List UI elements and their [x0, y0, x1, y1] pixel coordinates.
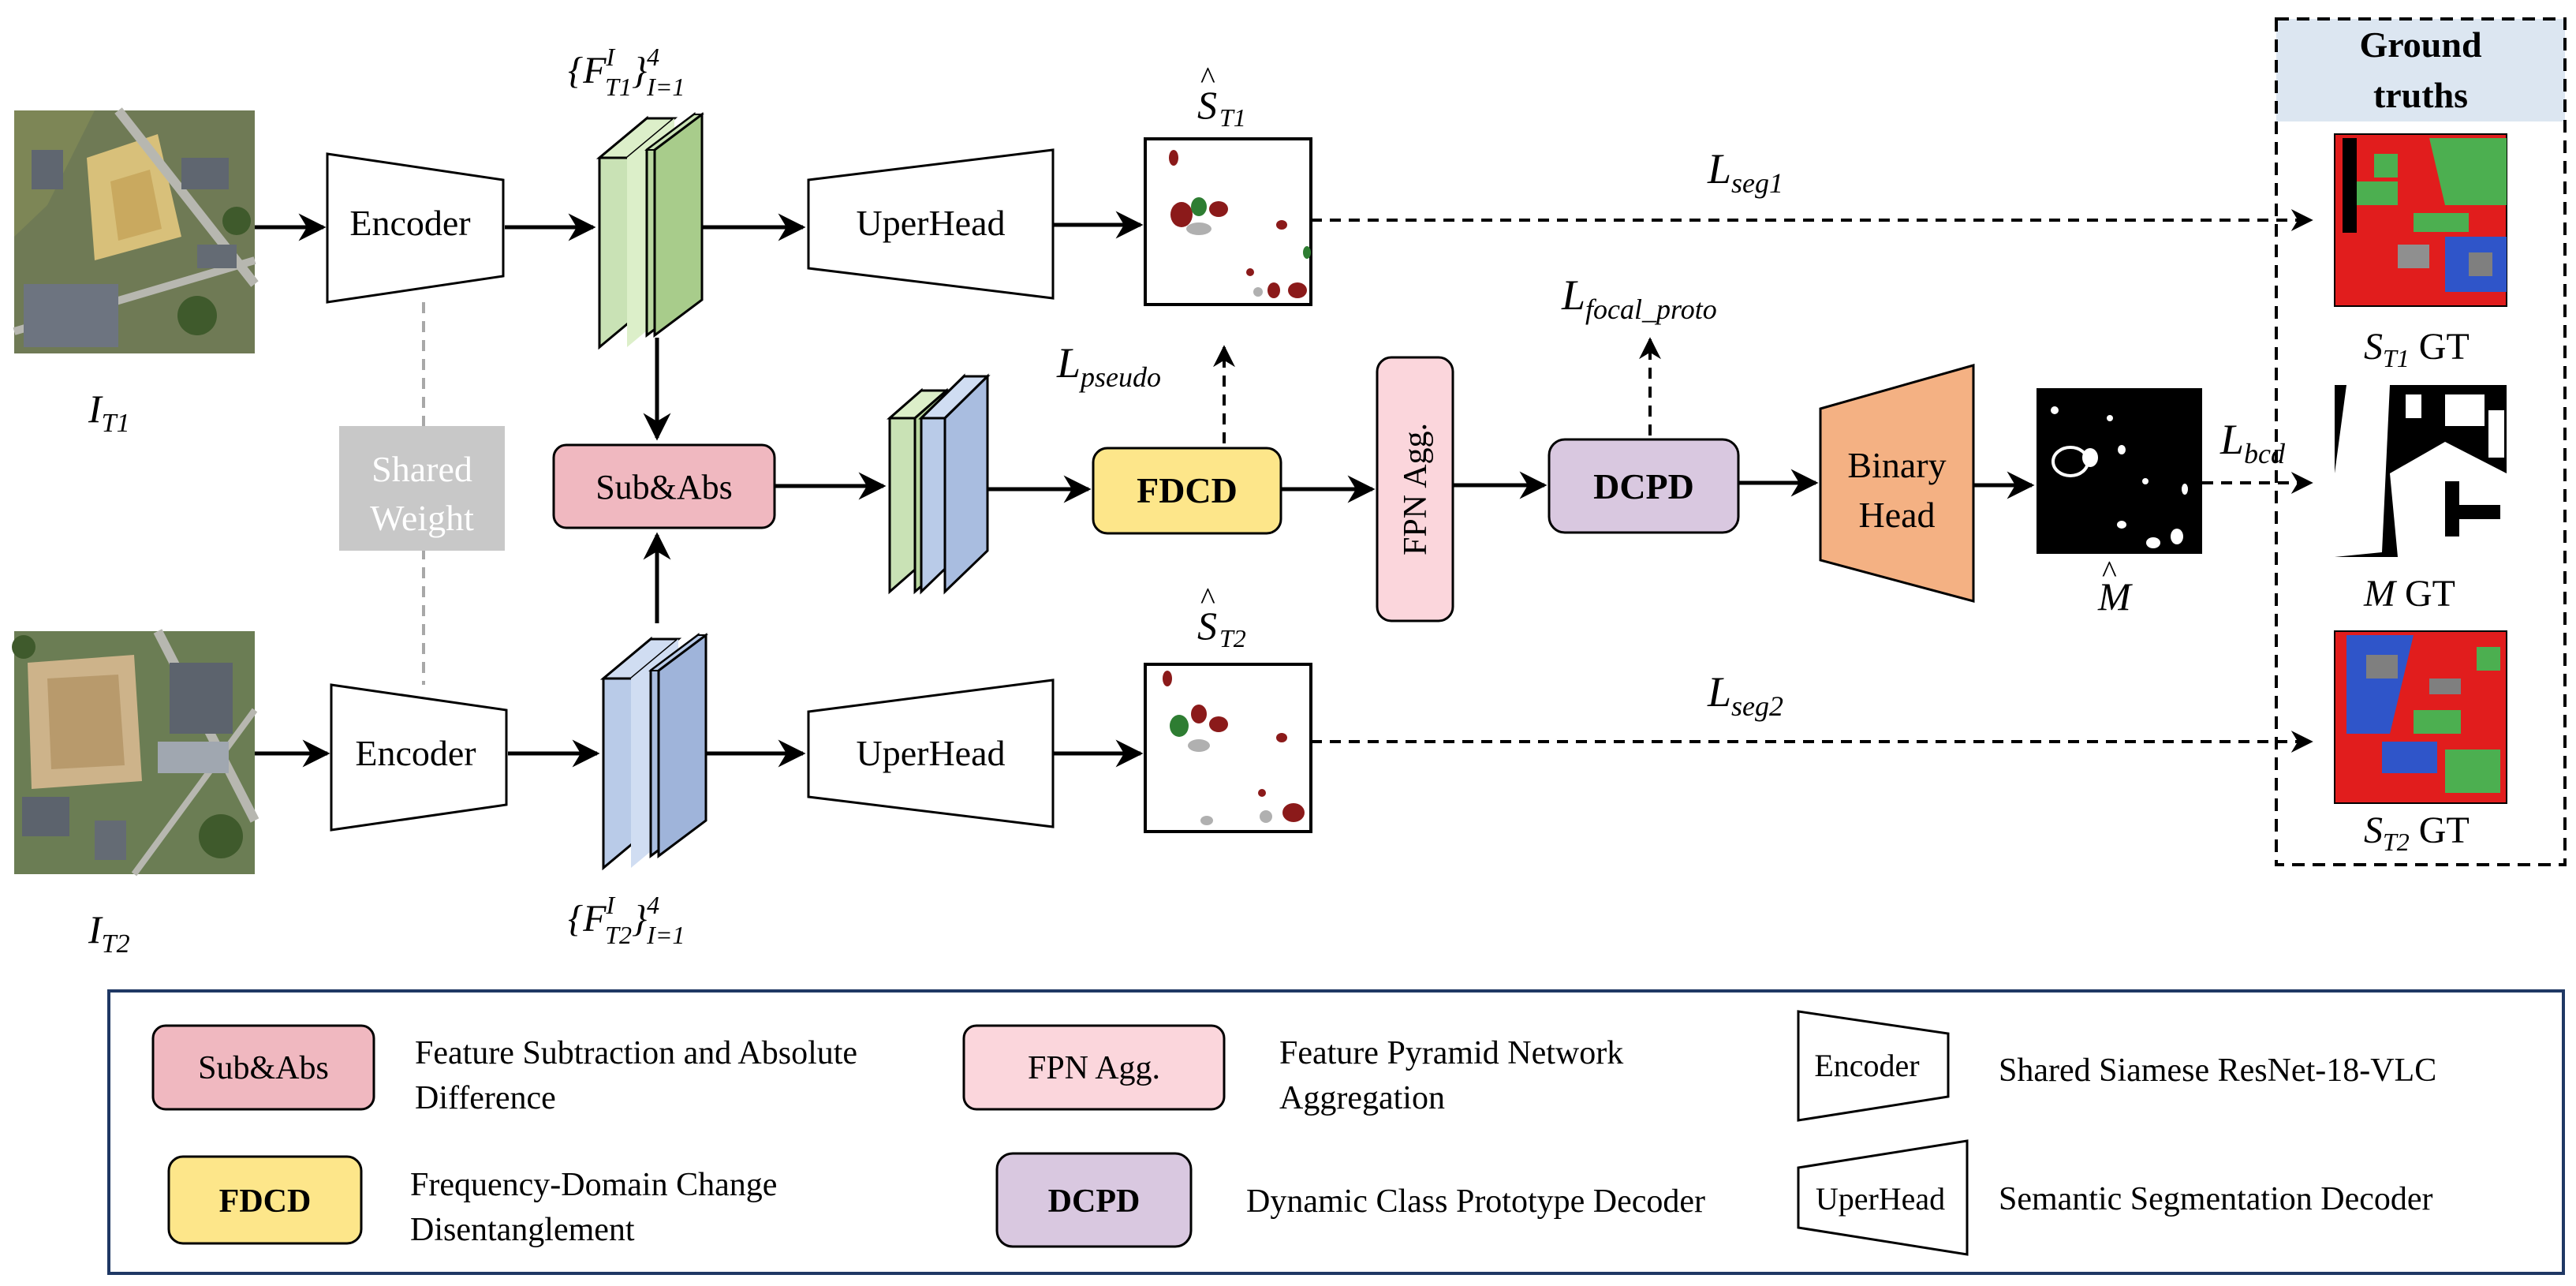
legend-fdcd: FDCD Frequency-Domain Change Disentangle…: [167, 1155, 777, 1248]
legend-panel: Sub&Abs Feature Subtraction and Absolute…: [107, 989, 2565, 1275]
input-image-t1: [13, 107, 259, 353]
svg-text:Feature Pyramid Network: Feature Pyramid Network: [1279, 1035, 1623, 1071]
diff-feature-stack: [887, 373, 991, 595]
svg-text:S: S: [1197, 83, 1217, 127]
loss-focal-proto: Lfocal_proto: [1561, 271, 1717, 325]
gt-s-t2-image: [2334, 630, 2507, 804]
fdcd-module: FDCD: [1092, 447, 1282, 535]
prediction-label-t1: S ^ T1: [1197, 60, 1246, 132]
fpn-agg-label: FPN Agg.: [1398, 423, 1434, 555]
feature-stack-t2: [599, 633, 708, 871]
svg-text:Sub&Abs: Sub&Abs: [198, 1050, 329, 1086]
svg-text:Difference: Difference: [415, 1080, 556, 1116]
input-image-t2: [12, 629, 259, 877]
legend-dcpd: DCPD Dynamic Class Prototype Decoder: [995, 1152, 1705, 1248]
subabs-module: Sub&Abs: [552, 443, 776, 529]
legend-fpn: FPN Agg. Feature Pyramid Network Aggrega…: [962, 1024, 1623, 1116]
dashed-arrows: [1213, 209, 2313, 753]
svg-text:^: ^: [1200, 581, 1215, 616]
legend-uperhead: UperHead Semantic Segmentation Decoder: [1797, 1139, 2433, 1256]
subabs-label: Sub&Abs: [595, 468, 733, 507]
uperhead-t1-label: UperHead: [856, 203, 1005, 243]
svg-text:^: ^: [2102, 554, 2117, 589]
uperhead-t2-label: UperHead: [856, 733, 1005, 773]
gt-s-t1-label: ST1 GT: [2364, 326, 2470, 372]
svg-text:UperHead: UperHead: [1816, 1181, 1945, 1217]
svg-text:Semantic Segmentation Decoder: Semantic Segmentation Decoder: [1999, 1181, 2433, 1217]
legend-encoder: Encoder Shared Siamese ResNet-18-VLC: [1797, 1010, 2436, 1122]
fpn-agg-module: FPN Agg.: [1376, 356, 1454, 622]
loss-pseudo: Lpseudo: [1056, 339, 1161, 393]
svg-text:Encoder: Encoder: [1814, 1048, 1919, 1083]
prediction-map-t1: [1144, 137, 1312, 306]
svg-text:Aggregation: Aggregation: [1279, 1080, 1445, 1116]
gt-m-image: [2335, 385, 2507, 557]
shared-weight-box: [339, 426, 505, 551]
binary-head-module: Binary Head: [1819, 364, 1975, 603]
gt-s-t2-label: ST2 GT: [2364, 809, 2470, 856]
encoder-t1: Encoder: [326, 152, 505, 304]
svg-text:Shared Siamese ResNet-18-VLC: Shared Siamese ResNet-18-VLC: [1999, 1052, 2436, 1089]
uperhead-t1: UperHead: [807, 148, 1055, 300]
gt-title-line2: truths: [2373, 75, 2468, 115]
gt-title-line1: Ground: [2359, 24, 2482, 65]
legend-subabs: Sub&Abs Feature Subtraction and Absolute…: [151, 1024, 857, 1116]
dcpd-module: DCPD: [1547, 438, 1740, 534]
svg-text:^: ^: [1200, 60, 1215, 95]
svg-text:Feature Subtraction and Absolu: Feature Subtraction and Absolute: [415, 1035, 857, 1071]
svg-text:DCPD: DCPD: [1048, 1183, 1141, 1220]
svg-text:S: S: [1197, 604, 1217, 648]
shared-weight-line2: Weight: [370, 498, 474, 538]
svg-text:T1: T1: [1219, 103, 1246, 132]
binary-head-line1: Binary: [1847, 445, 1946, 485]
svg-text:M: M: [2097, 574, 2133, 619]
dcpd-label: DCPD: [1593, 466, 1694, 507]
feature-stack-t1: [595, 112, 704, 350]
shared-weight-line1: Shared: [371, 449, 472, 489]
loss-bcd: Lbcd: [2219, 416, 2286, 469]
input-label-t2: IT2: [88, 907, 130, 959]
encoder-t2-label: Encoder: [355, 733, 476, 773]
encoder-t1-label: Encoder: [349, 203, 470, 243]
svg-text:Dynamic Class Prototype Decode: Dynamic Class Prototype Decoder: [1246, 1183, 1705, 1220]
loss-seg1: Lseg1: [1707, 145, 1783, 199]
svg-text:T2: T2: [1219, 624, 1246, 652]
ground-truths-panel: Ground truths ST1 GT M GT: [2275, 17, 2567, 866]
svg-text:FPN Agg.: FPN Agg.: [1028, 1050, 1160, 1086]
binary-map-label: M ^: [2097, 554, 2133, 619]
input-label-t1: IT1: [88, 387, 130, 438]
svg-text:Disentanglement: Disentanglement: [410, 1212, 635, 1248]
svg-text:Frequency-Domain Change: Frequency-Domain Change: [410, 1167, 777, 1203]
prediction-label-t2: S ^ T2: [1197, 581, 1246, 652]
loss-labels: Lseg1 Lseg2 Lpseudo Lfocal_proto Lbcd: [1056, 145, 2286, 722]
gt-s-t1-image: [2334, 133, 2507, 307]
encoder-t2: Encoder: [330, 683, 508, 832]
solid-arrows: [255, 211, 2035, 768]
binary-change-map: [2037, 388, 2202, 554]
uperhead-t2: UperHead: [807, 679, 1055, 828]
fdcd-label: FDCD: [1137, 470, 1238, 510]
loss-seg2: Lseg2: [1707, 668, 1783, 722]
prediction-map-t2: [1144, 663, 1312, 833]
gt-m-label: M GT: [2363, 573, 2455, 615]
binary-head-line2: Head: [1858, 495, 1935, 535]
svg-text:FDCD: FDCD: [219, 1183, 312, 1220]
